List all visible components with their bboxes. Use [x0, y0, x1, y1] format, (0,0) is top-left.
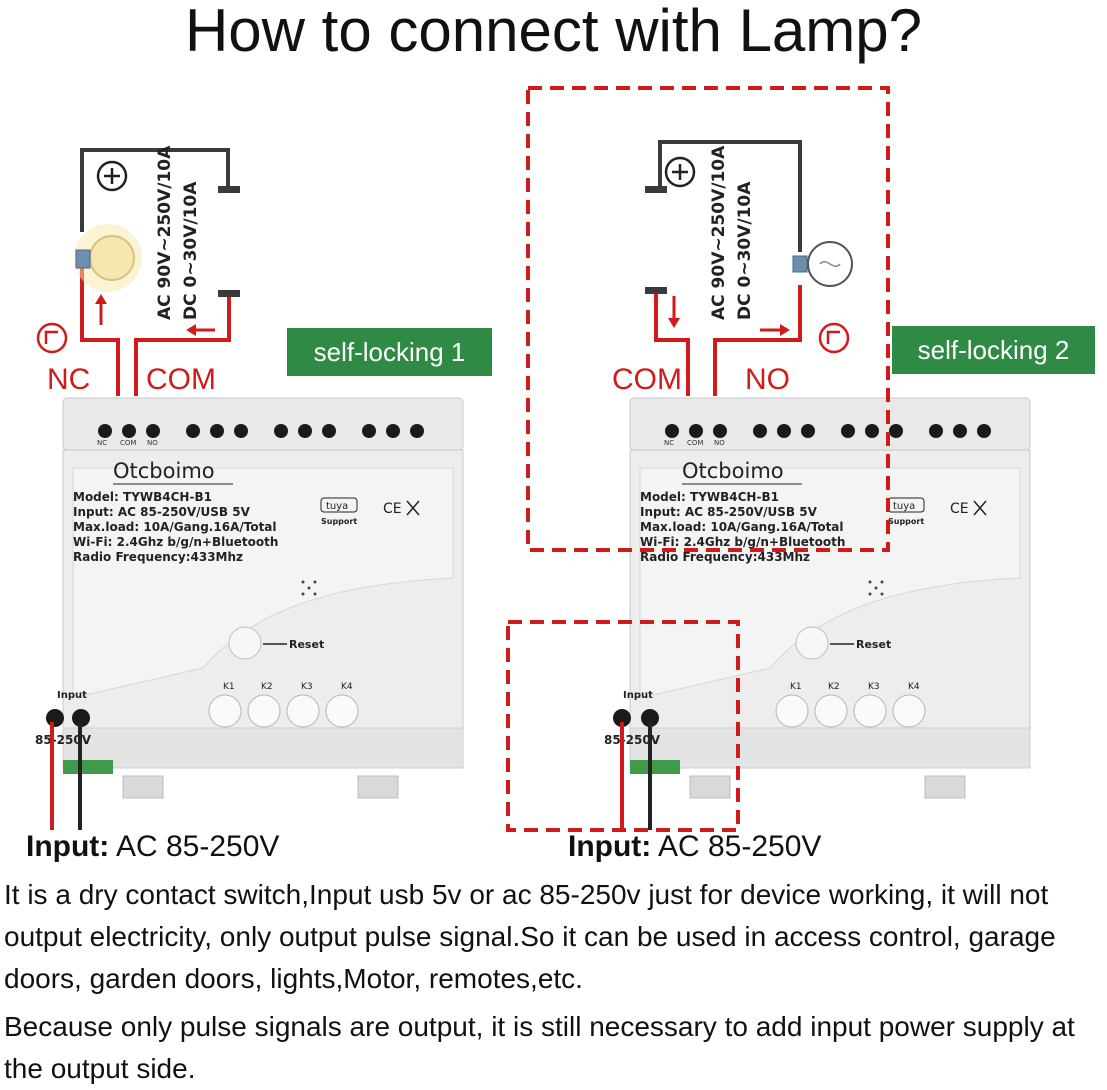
input-port-label: Input — [623, 690, 653, 701]
contact-left-1: NC — [47, 363, 90, 396]
contact-right-1: COM — [146, 363, 216, 396]
tuya-logo: tuya — [893, 501, 915, 512]
input-caption-label: Input: — [26, 830, 110, 863]
rating-ac-2: AC 90V~250V/10A — [709, 145, 729, 320]
key-label-k1: K1 — [790, 682, 802, 692]
tuya-logo: tuya — [326, 501, 348, 512]
terminal-label-com: COM — [687, 439, 703, 447]
device-brand: Otcboimo — [682, 459, 784, 483]
ce-mark: CE — [950, 501, 969, 517]
device-input: Input: AC 85-250V/USB 5V — [73, 505, 251, 519]
key-label-k3: K3 — [868, 682, 880, 692]
device-radio: Radio Frequency:433Mhz — [640, 550, 810, 564]
description-paragraph-2: Because only pulse signals are output, i… — [4, 1011, 1075, 1084]
key-label-k2: K2 — [828, 682, 840, 692]
rating-dc-2: DC 0~30V/10A — [735, 181, 755, 320]
terminal-label-nc: NC — [664, 439, 674, 447]
tag-self-locking-1: self-locking 1 — [287, 328, 492, 376]
device-wifi: Wi-Fi: 2.4Ghz b/g/n+Bluetooth — [73, 535, 278, 549]
key-label-k4: K4 — [341, 682, 353, 692]
ce-mark: CE — [383, 501, 402, 517]
highlight-box-input — [506, 620, 740, 832]
highlight-box-output — [526, 86, 890, 552]
description-paragraph-1: It is a dry contact switch,Input usb 5v … — [4, 879, 1056, 994]
input-port-label: Input — [57, 690, 87, 701]
input-port-voltage: 85-250V — [604, 733, 661, 747]
key-label-k2: K2 — [261, 682, 273, 692]
input-port-voltage: 85-250V — [35, 733, 92, 747]
device-wifi: Wi-Fi: 2.4Ghz b/g/n+Bluetooth — [640, 535, 845, 549]
tuya-support: Support — [888, 517, 924, 526]
device-input: Input: AC 85-250V/USB 5V — [640, 505, 818, 519]
key-label-k3: K3 — [301, 682, 313, 692]
rating-ac-1: AC 90V~250V/10A — [155, 145, 175, 320]
input-caption-2: Input: AC 85-250V — [568, 830, 821, 864]
terminal-label-no: NO — [147, 439, 158, 447]
contact-left-2: COM — [612, 363, 682, 396]
input-caption-value: AC 85-250V — [115, 830, 280, 863]
device-maxload: Max.load: 10A/Gang.16A/Total — [73, 520, 277, 534]
device-brand: Otcboimo — [113, 459, 215, 483]
terminal-label-no: NO — [714, 439, 725, 447]
device-radio: Radio Frequency:433Mhz — [73, 550, 243, 564]
input-caption-label: Input: — [568, 830, 652, 863]
terminal-label-nc: NC — [97, 439, 107, 447]
key-label-k4: K4 — [908, 682, 920, 692]
reset-label: Reset — [856, 638, 891, 651]
contact-right-2: NO — [745, 363, 790, 396]
tuya-support: Support — [321, 517, 357, 526]
page-title: How to connect with Lamp? — [184, 0, 923, 64]
input-caption-value: AC 85-250V — [657, 830, 822, 863]
rating-dc-1: DC 0~30V/10A — [181, 181, 201, 320]
relay-device-1: NC COM NO Otcboimo Model: TYWB4CH-B1 Inp… — [35, 397, 464, 799]
device-maxload: Max.load: 10A/Gang.16A/Total — [640, 520, 844, 534]
key-label-k1: K1 — [223, 682, 235, 692]
tag-self-locking-2: self-locking 2 — [892, 326, 1095, 374]
input-caption-1: Input: AC 85-250V — [26, 830, 279, 864]
terminal-label-com: COM — [120, 439, 136, 447]
relay-device-2: NC COM NO Otcboimo Model: TYWB4CH-B1 Inp… — [604, 397, 1031, 799]
device-model: Model: TYWB4CH-B1 — [640, 490, 779, 504]
reset-label: Reset — [289, 638, 324, 651]
device-model: Model: TYWB4CH-B1 — [73, 490, 212, 504]
